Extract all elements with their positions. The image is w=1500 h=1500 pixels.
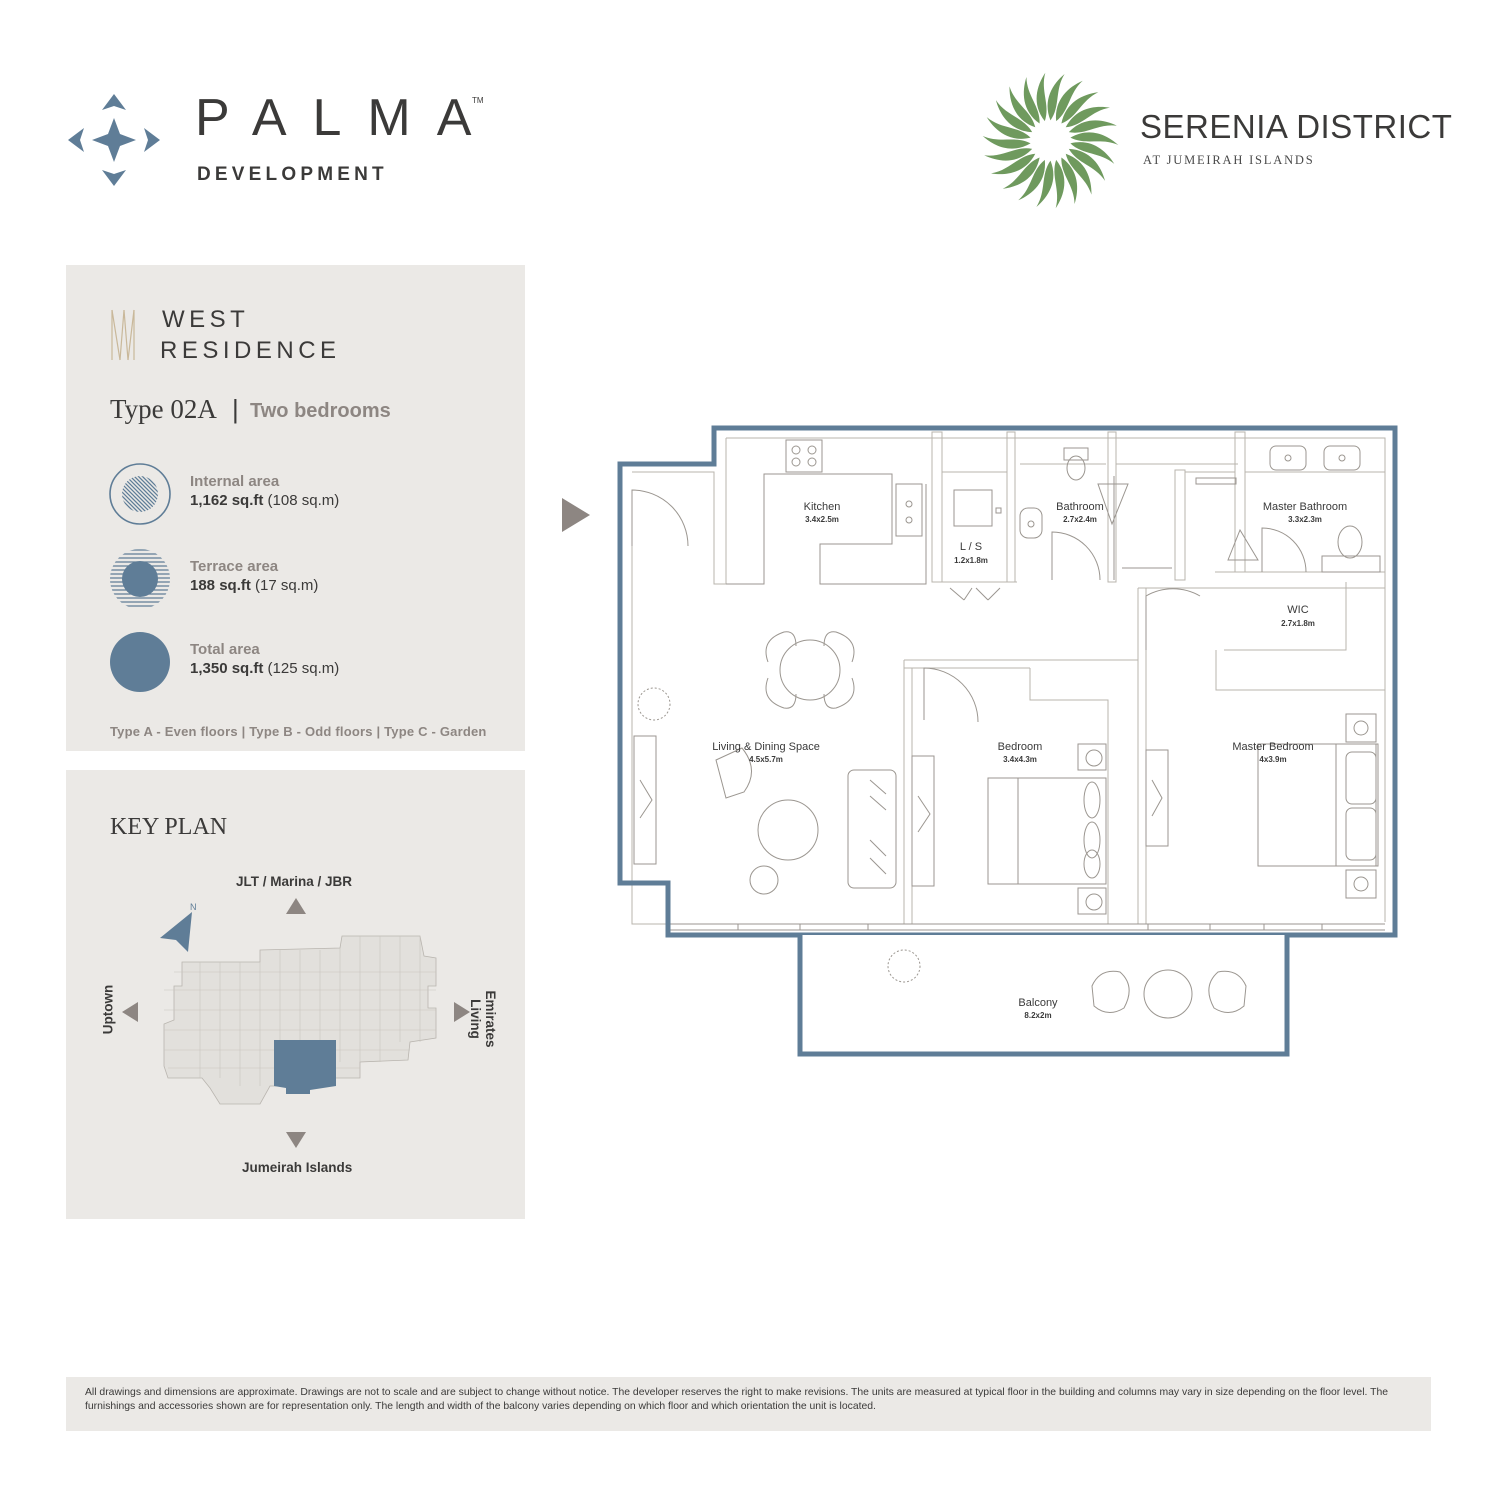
terrace-area-label: Terrace area [190, 558, 279, 575]
leaf-petal [1018, 159, 1045, 201]
east-arrow-icon [454, 1002, 470, 1022]
floor-types-note: Type A - Even floors | Type B - Odd floo… [110, 724, 487, 739]
room-ls-dim: 1.2x1.8m [954, 556, 988, 565]
residence-name-line1: WEST [162, 306, 250, 333]
developer-subtitle: DEVELOPMENT [197, 164, 388, 185]
residence-name-line2: RESIDENCE [160, 337, 341, 364]
total-area-icon [110, 632, 170, 692]
room-kitchen-dim: 3.4x2.5m [805, 515, 839, 524]
room-master-bedroom-name: Master Bedroom [1232, 741, 1313, 753]
project-name: SERENIA DISTRICT [1140, 108, 1453, 145]
room-wic-dim: 2.7x1.8m [1281, 619, 1315, 628]
leaf-petal [1036, 160, 1054, 207]
trademark-mark: TM [472, 96, 484, 105]
internal-area-sqm: (108 sq.m) [267, 492, 340, 509]
room-living-name: Living & Dining Space [712, 741, 820, 753]
leaf-petal [1068, 148, 1106, 181]
total-area-sqft: 1,350 sq.ft [190, 660, 264, 677]
terrace-area-value: 188 sq.ft (17 sq.m) [190, 577, 318, 594]
room-bathroom-dim: 2.7x2.4m [1063, 515, 1097, 524]
disclaimer-box [66, 1377, 1431, 1431]
svg-text:N: N [190, 902, 197, 912]
room-kitchen-name: Kitchen [804, 501, 841, 513]
total-area-value: 1,350 sq.ft (125 sq.m) [190, 660, 339, 677]
leaf-petal [1054, 159, 1065, 209]
room-master-bathroom-dim: 3.3x2.3m [1288, 515, 1322, 524]
internal-area-sqft: 1,162 sq.ft [190, 492, 264, 509]
leaf-petal [986, 117, 1031, 139]
leaf-petal [1009, 86, 1036, 128]
room-balcony-name: Balcony [1018, 997, 1058, 1009]
developer-name: PALMA [195, 89, 498, 147]
leaf-petal [995, 100, 1033, 133]
leaf-petal [1047, 74, 1065, 121]
key-plan-title: KEY PLAN [110, 814, 228, 840]
leaf-petal [1070, 142, 1115, 164]
leaf-petal [1056, 80, 1083, 122]
leaf-petal [1002, 157, 1040, 189]
internal-area-label: Internal area [190, 473, 280, 490]
leaf-petal [1036, 72, 1047, 122]
entrance-arrow-icon [562, 498, 590, 532]
palma-logo-icon [68, 94, 160, 186]
room-master-bedroom-dim: 4x3.9m [1259, 755, 1286, 764]
project-subtitle: AT JUMEIRAH ISLANDS [1143, 153, 1315, 167]
disclaimer-text: All drawings and dimensions are approxim… [85, 1387, 1389, 1412]
total-area-sqm: (125 sq.m) [267, 660, 340, 677]
leaf-petal [1068, 120, 1117, 133]
direction-south-label: Jumeirah Islands [242, 1160, 353, 1175]
room-ls-name: L / S [960, 541, 982, 553]
leaf-petal [1070, 132, 1119, 145]
unit-type: Type 02A [110, 394, 217, 424]
leaf-petal [1065, 153, 1092, 195]
compass-north-icon: N [160, 902, 197, 952]
room-wic-name: WIC [1287, 604, 1308, 616]
total-area-label: Total area [190, 641, 260, 658]
unit-location-highlight [274, 1040, 336, 1094]
room-bedroom-name: Bedroom [998, 741, 1043, 753]
internal-area-value: 1,162 sq.ft (108 sq.m) [190, 492, 339, 509]
room-bathroom-name: Bathroom [1056, 501, 1104, 513]
leaf-petal [991, 153, 1036, 175]
direction-north-label: JLT / Marina / JBR [236, 874, 353, 889]
room-bedroom-dim: 3.4x4.3m [1003, 755, 1037, 764]
room-living-dim: 4.5x5.7m [749, 755, 783, 764]
leaf-petal [1061, 92, 1099, 124]
type-separator: | [232, 394, 239, 424]
serenia-leaf-logo-icon [982, 72, 1119, 209]
bedroom-count: Two bedrooms [250, 400, 391, 422]
leaf-petal [984, 148, 1033, 161]
leaf-petal [1061, 157, 1078, 205]
room-master-bathroom-name: Master Bathroom [1263, 501, 1347, 513]
terrace-area-sqft: 188 sq.ft [190, 577, 251, 594]
north-arrow-icon [286, 898, 306, 914]
terrace-area-icon [110, 549, 170, 607]
key-plan-map: N [122, 898, 470, 1148]
west-arrow-icon [122, 1002, 138, 1022]
internal-area-icon [109, 463, 171, 525]
west-residence-mark-icon [111, 309, 135, 361]
south-arrow-icon [286, 1132, 306, 1148]
leaf-petal [982, 136, 1031, 149]
leaf-petal [1065, 106, 1110, 128]
leaf-petal [1023, 76, 1040, 124]
floor-plan-drawing: Kitchen 3.4x2.5m L / S 1.2x1.8m Bathroom… [617, 425, 1398, 1057]
terrace-area-sqm: (17 sq.m) [255, 577, 319, 594]
room-balcony-dim: 8.2x2m [1024, 1011, 1051, 1020]
